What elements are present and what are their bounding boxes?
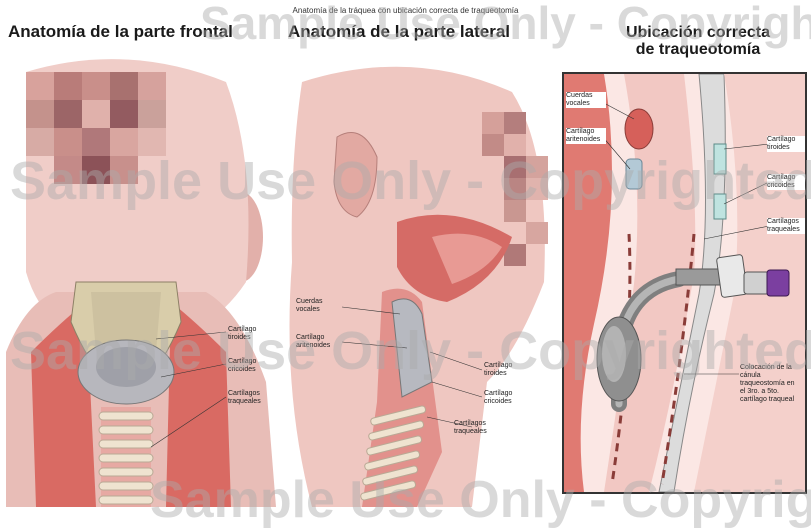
panel-title-placement-line2: de traqueotomía [598, 41, 798, 58]
placement-illustration: Cuerdas vocales Cartílago aritenoides Ca… [562, 72, 807, 494]
label-placement-arytenoid: Cartílago aritenoides [566, 128, 606, 144]
trachea-rings [99, 407, 153, 507]
label-lateral-thyroid: Cartílago tiroides [484, 362, 530, 378]
panel-title-lateral: Anatomía de la parte lateral [288, 22, 510, 42]
panel-title-placement-line1: Ubicación correcta [598, 24, 798, 41]
label-placement-cricoid: Cartílago cricoides [767, 174, 805, 190]
label-lateral-arytenoid: Cartílago aritenoides [296, 334, 342, 350]
label-lateral-tracheal: Cartílagos traqueales [454, 420, 500, 436]
label-frontal-thyroid: Cartílago tiroides [228, 326, 274, 342]
label-placement-tracheal: Cartílagos traqueales [767, 218, 805, 234]
panel-title-placement: Ubicación correcta de traqueotomía [598, 24, 798, 58]
label-lateral-cricoid: Cartílago cricoides [484, 390, 530, 406]
label-lateral-vocal-cords: Cuerdas vocales [296, 298, 342, 314]
label-frontal-tracheal: Cartílagos traqueales [228, 390, 274, 406]
figure-caption: Anatomía de la tráquea con ubicación cor… [0, 6, 811, 15]
label-placement-note: Colocación de la cánula traqueostomía en… [740, 364, 796, 404]
label-frontal-cricoid: Cartílago cricoides [228, 358, 274, 374]
lateral-illustration: Cuerdas vocales Cartílago aritenoides Ca… [282, 52, 554, 507]
panel-title-frontal: Anatomía de la parte frontal [8, 22, 233, 42]
frontal-illustration: Cartílago tiroides Cartílago cricoides C… [6, 52, 276, 507]
label-placement-vocal-cords: Cuerdas vocales [566, 92, 606, 108]
label-placement-thyroid: Cartílago tiroides [767, 136, 805, 152]
